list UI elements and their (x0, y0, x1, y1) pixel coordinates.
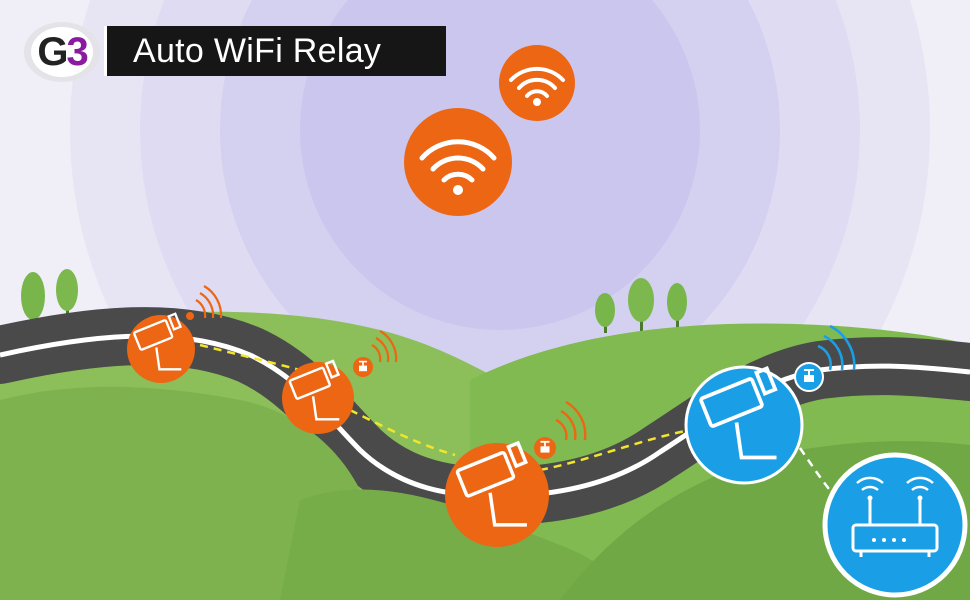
page-title: Auto WiFi Relay (133, 31, 382, 70)
signal-waves-icon (371, 330, 398, 363)
hill-front-left (0, 386, 377, 600)
g3-logo: G3 (22, 20, 102, 84)
trees-left (21, 269, 78, 333)
wifi-source-icon-small (499, 45, 575, 121)
relay-camera-1 (127, 285, 223, 383)
signal-waves-icon (555, 400, 587, 441)
relay-camera-4 (684, 324, 856, 485)
router-icon (822, 452, 968, 598)
signal-waves-icon (817, 324, 856, 371)
hill-front-middle (280, 489, 630, 600)
wifi-source-icon-large (404, 108, 512, 216)
relay-camera-3 (445, 400, 587, 547)
trees-middle (595, 278, 687, 333)
relay-camera-2 (282, 330, 398, 434)
g3-logo-text: G3 (37, 30, 88, 74)
signal-waves-icon (195, 285, 223, 319)
title-banner: Auto WiFi Relay (104, 26, 446, 76)
